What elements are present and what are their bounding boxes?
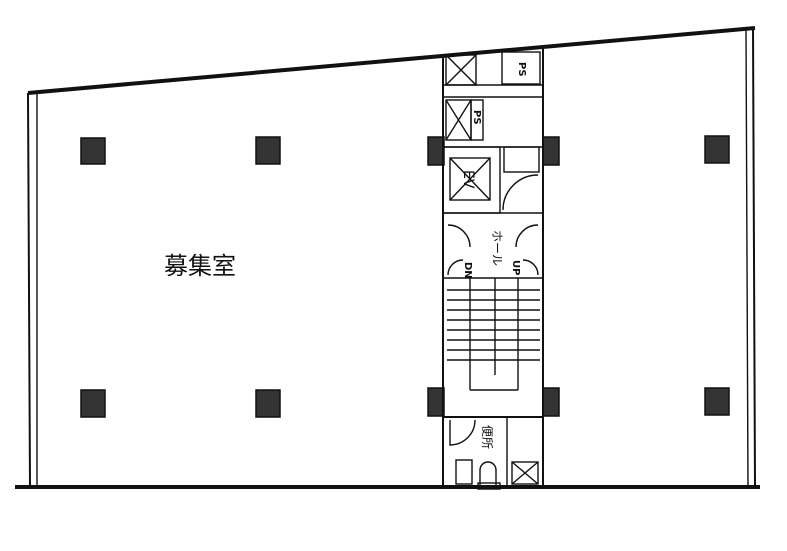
- ps-top-label: PS: [516, 62, 527, 77]
- core: [442, 48, 544, 490]
- elevator-label: EV: [460, 170, 476, 189]
- outer-walls: [15, 26, 760, 489]
- ps-second-label: PS: [471, 110, 482, 125]
- toilet-label: 便所: [480, 425, 494, 449]
- up-label: UP: [510, 260, 521, 275]
- columns: [80, 135, 730, 418]
- stair-treads: [447, 289, 540, 361]
- room-label: 募集室: [164, 252, 236, 280]
- hall-label: ホール: [490, 230, 504, 266]
- down-label: DN: [462, 262, 473, 279]
